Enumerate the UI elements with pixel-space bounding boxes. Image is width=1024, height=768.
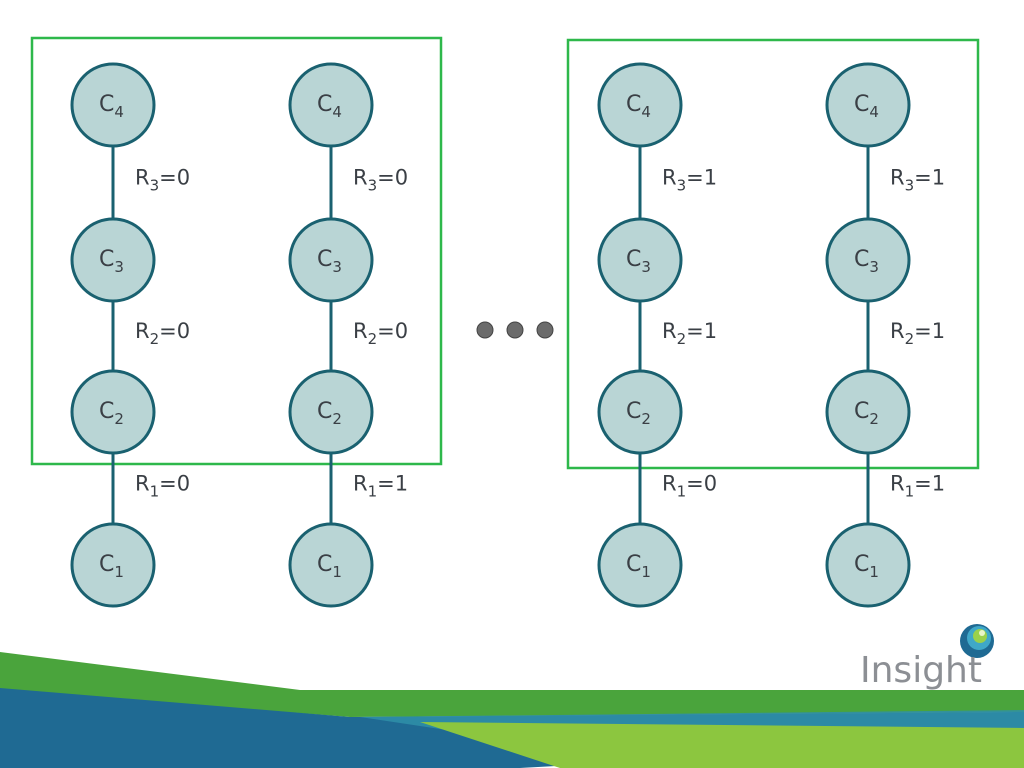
- insight-globe-icon: [960, 624, 994, 658]
- node: C1: [288, 522, 374, 608]
- node-label: C3: [317, 247, 342, 276]
- footer-banner: [0, 652, 1024, 768]
- ellipsis-dot: [476, 321, 494, 339]
- node-label: C1: [626, 552, 651, 581]
- ellipsis: [476, 321, 554, 339]
- node-label: C3: [854, 247, 879, 276]
- group-box-right: [566, 38, 980, 470]
- node: C2: [825, 369, 911, 455]
- banner-green-stripe: [0, 652, 1024, 717]
- edge-label: R3=0: [135, 166, 190, 195]
- edge-label: R3=1: [890, 166, 945, 195]
- edge-label: R1=1: [890, 472, 945, 501]
- node-circle: [70, 62, 156, 148]
- edge-label: R2=0: [353, 319, 408, 348]
- node-label: C3: [99, 247, 124, 276]
- node-label: C4: [854, 92, 879, 121]
- ellipsis-dot: [506, 321, 524, 339]
- node-label: C3: [626, 247, 651, 276]
- banner-lime-band: [420, 722, 1024, 768]
- node-label: C1: [317, 552, 342, 581]
- edge-label: R1=1: [353, 472, 408, 501]
- node-circle: [825, 522, 911, 608]
- node-circle: [288, 217, 374, 303]
- node: C3: [597, 217, 683, 303]
- node-label: C2: [626, 399, 651, 428]
- node-circle: [288, 522, 374, 608]
- node-circle: [288, 62, 374, 148]
- node-circle: [597, 62, 683, 148]
- ellipsis-dot: [536, 321, 554, 339]
- node: C3: [825, 217, 911, 303]
- node-label: C1: [854, 552, 879, 581]
- node: C2: [70, 369, 156, 455]
- edge-label: R3=0: [353, 166, 408, 195]
- node: C1: [825, 522, 911, 608]
- node-label: C2: [99, 399, 124, 428]
- node-circle: [70, 369, 156, 455]
- node: C2: [597, 369, 683, 455]
- node-circle: [597, 217, 683, 303]
- node-circle: [825, 217, 911, 303]
- node-label: C4: [626, 92, 651, 121]
- edge-label: R2=1: [890, 319, 945, 348]
- brand-name: Insight: [860, 650, 982, 691]
- node: C4: [288, 62, 374, 148]
- brand-logo: Insight: [860, 624, 994, 691]
- node: C4: [597, 62, 683, 148]
- node-circle: [288, 369, 374, 455]
- node: C1: [597, 522, 683, 608]
- node-circle: [597, 369, 683, 455]
- node: C4: [825, 62, 911, 148]
- node-label: C1: [99, 552, 124, 581]
- node: C4: [70, 62, 156, 148]
- edge-label: R1=0: [135, 472, 190, 501]
- node: C1: [70, 522, 156, 608]
- node-circle: [825, 369, 911, 455]
- edge-label: R2=1: [662, 319, 717, 348]
- group-box-left: [30, 36, 443, 466]
- edge-label: R3=1: [662, 166, 717, 195]
- node: C3: [70, 217, 156, 303]
- node-label: C2: [317, 399, 342, 428]
- node-label: C2: [854, 399, 879, 428]
- node-circle: [70, 522, 156, 608]
- edge-label: R1=0: [662, 472, 717, 501]
- node-circle: [825, 62, 911, 148]
- node-label: C4: [317, 92, 342, 121]
- node-circle: [70, 217, 156, 303]
- node: C2: [288, 369, 374, 455]
- edge-label: R2=0: [135, 319, 190, 348]
- node-label: C4: [99, 92, 124, 121]
- node-circle: [597, 522, 683, 608]
- node: C3: [288, 217, 374, 303]
